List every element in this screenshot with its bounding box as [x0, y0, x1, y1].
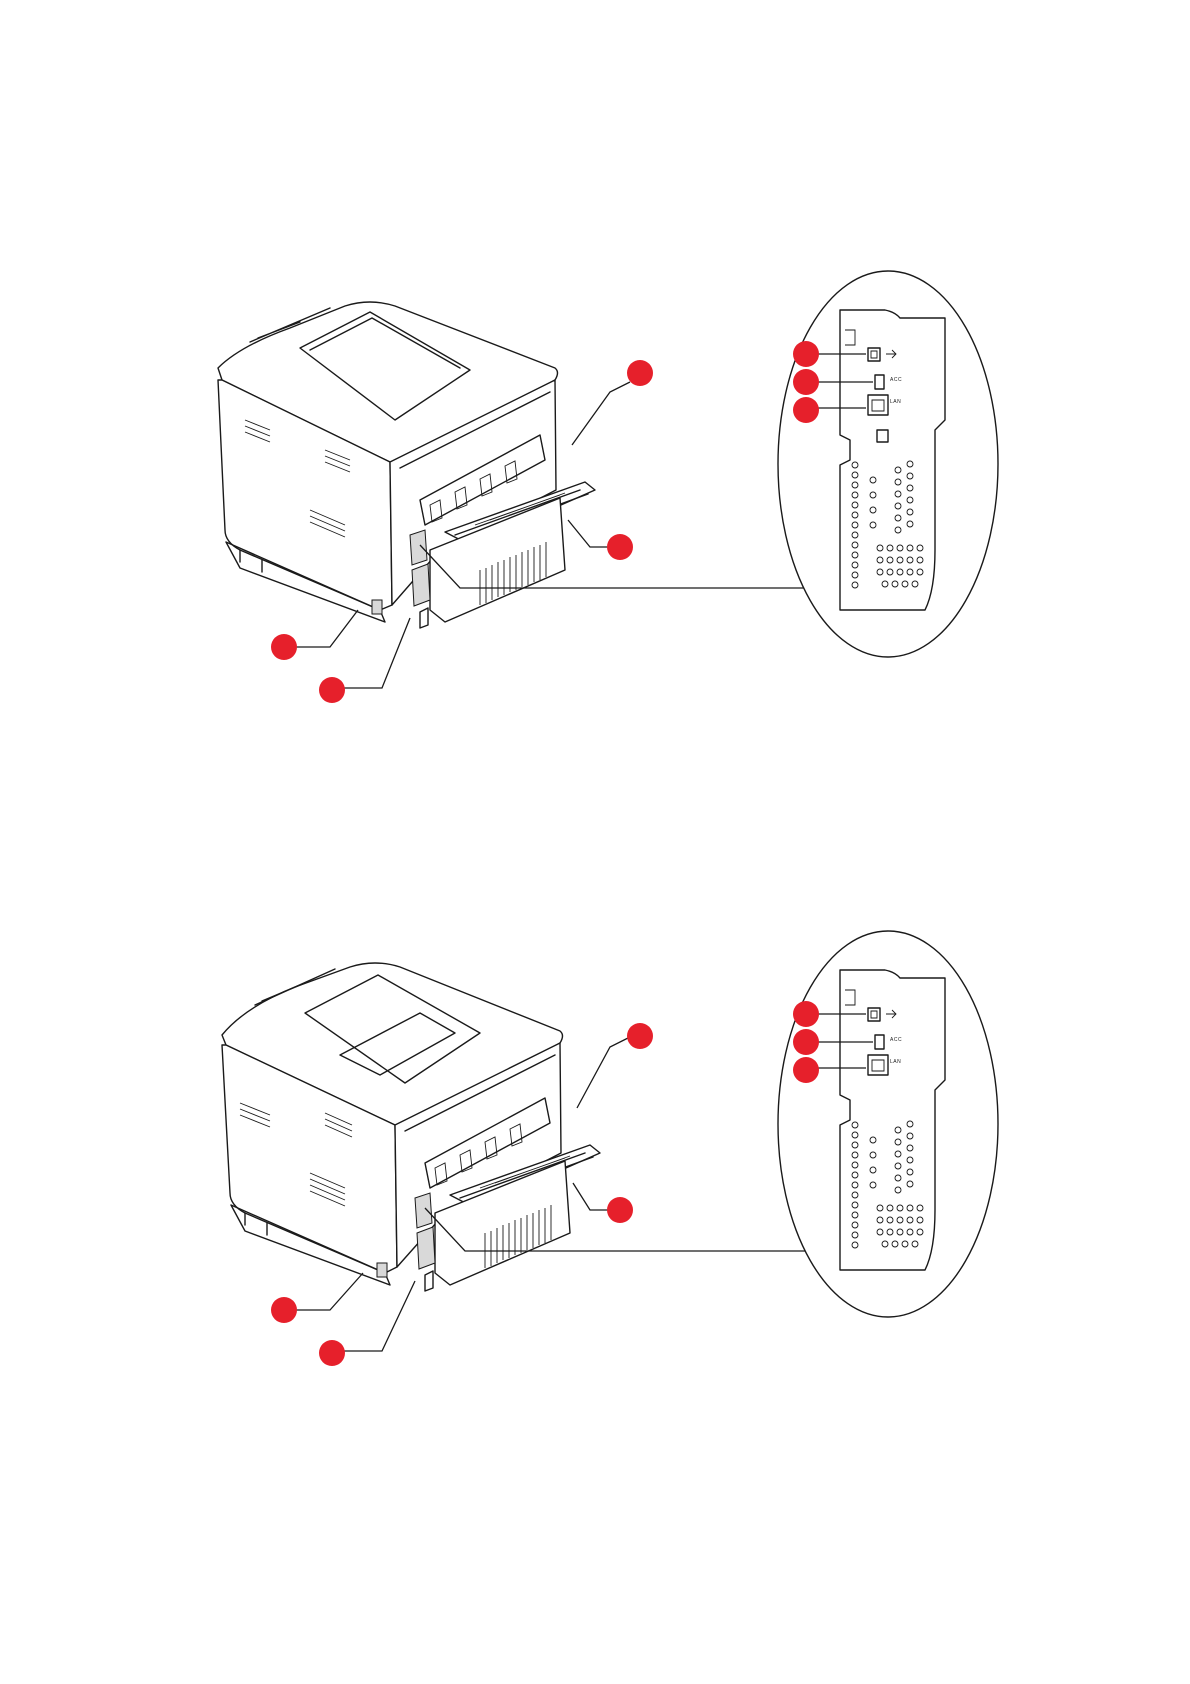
- callout-marker: [319, 1340, 345, 1366]
- callout-marker: [793, 369, 819, 395]
- callout-marker: [793, 1029, 819, 1055]
- callout-marker: [793, 1001, 819, 1027]
- callout-marker: [271, 634, 297, 660]
- callout-marker: [607, 534, 633, 560]
- callout-marker: [271, 1297, 297, 1323]
- callout-marker: [793, 397, 819, 423]
- printer-body: [218, 302, 595, 628]
- acc-port-label: ACC: [890, 1037, 902, 1043]
- lan-port-label: LAN: [890, 1059, 901, 1065]
- printer-rear-illustration: ACC LAN: [0, 250, 1190, 810]
- printer-rear-diagram-2: ACC LAN: [0, 905, 1190, 1465]
- callout-marker: [793, 341, 819, 367]
- printer-rear-diagram-1: ACC LAN: [0, 250, 1190, 810]
- interface-panel-zoom: ACC LAN: [778, 931, 998, 1317]
- callout-marker: [627, 1023, 653, 1049]
- callout-marker: [607, 1197, 633, 1223]
- acc-port-label: ACC: [890, 377, 902, 383]
- printer-rear-illustration: ACC LAN: [0, 905, 1190, 1465]
- callout-marker: [627, 360, 653, 386]
- interface-panel-zoom: ACC LAN: [778, 271, 998, 657]
- callout-marker: [319, 677, 345, 703]
- callout-marker: [793, 1057, 819, 1083]
- printer-body: [222, 963, 600, 1291]
- lan-port-label: LAN: [890, 399, 901, 405]
